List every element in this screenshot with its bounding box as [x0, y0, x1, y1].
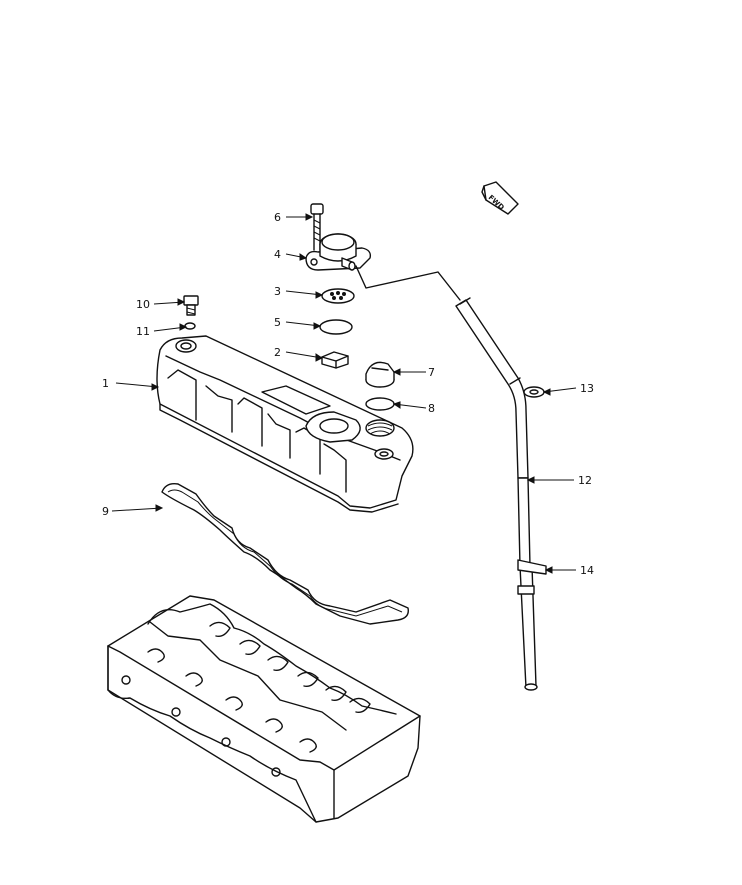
- part-1-valve-cover: [156, 335, 414, 513]
- callout-1: 1: [102, 377, 109, 390]
- forward-direction-arrow-icon: FWD: [481, 181, 519, 215]
- callout-14: 14: [580, 564, 594, 577]
- part-11-washer: [184, 322, 196, 330]
- part-2-rubber-block: [321, 351, 349, 369]
- callout-10: 10: [136, 298, 150, 311]
- callout-5: 5: [274, 316, 281, 329]
- callout-13: 13: [580, 382, 594, 395]
- callout-labels: 1 2 3 4 5 6 7 8 9 10 11 12 13 14: [102, 211, 594, 577]
- callout-11: 11: [136, 325, 150, 338]
- callout-3: 3: [274, 285, 281, 298]
- callout-8: 8: [428, 402, 435, 415]
- cylinder-head: [107, 595, 421, 823]
- breather-hose-line: [355, 265, 461, 301]
- callout-2: 2: [274, 346, 281, 359]
- callout-7: 7: [428, 366, 435, 379]
- part-5-o-ring: [319, 319, 353, 335]
- part-10-plug: [183, 295, 199, 316]
- callout-6: 6: [274, 211, 281, 224]
- part-12-dipstick-tube: [455, 297, 547, 691]
- part-9-gasket: [161, 482, 409, 625]
- part-3-baffle-plate: [321, 288, 355, 304]
- callout-9: 9: [102, 505, 109, 518]
- part-4-breather-housing: [305, 233, 372, 271]
- callout-12: 12: [578, 474, 592, 487]
- callout-leaders: [111, 213, 577, 574]
- part-7-filler-cap: [365, 361, 395, 388]
- part-8-o-ring: [365, 397, 395, 411]
- callout-4: 4: [274, 248, 281, 261]
